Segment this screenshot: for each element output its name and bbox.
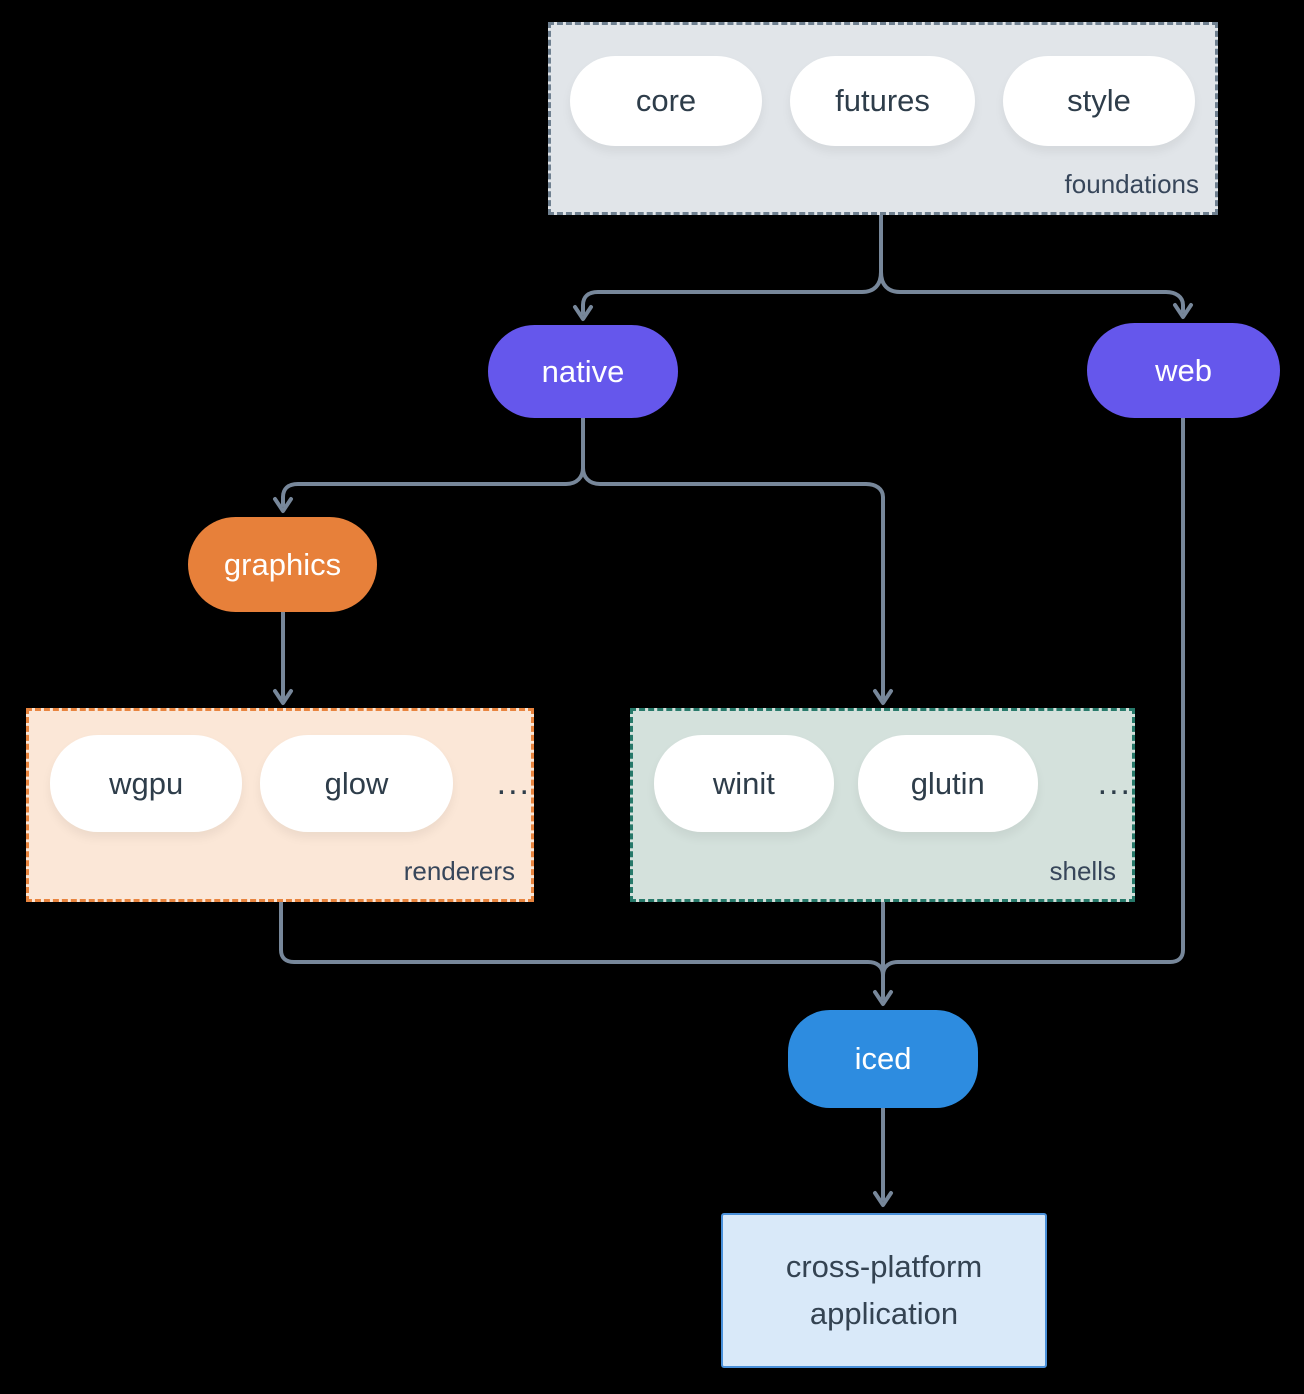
shells-label: shells (1049, 856, 1116, 886)
foundations-pill-row: core futures style (551, 25, 1215, 146)
arrowhead-native (573, 305, 593, 321)
arrowhead-shells (873, 689, 893, 705)
arrowhead-renderers (273, 689, 293, 705)
renderers-label: renderers (403, 856, 515, 886)
application-label-line1: cross-platform (785, 1249, 983, 1284)
foundations-group: core futures style foundations (548, 22, 1218, 215)
arrowhead-graphics (273, 497, 293, 513)
application-label-line2: application (809, 1295, 959, 1331)
arrowhead-iced (873, 990, 893, 1006)
edge-native-shells (581, 466, 885, 699)
edge-web-iced (881, 416, 1185, 977)
edge-foundations-native (581, 270, 883, 315)
pill-glutin: glutin (857, 735, 1038, 832)
edge-native-graphics (281, 466, 585, 507)
edge-renderers-iced (279, 900, 885, 977)
node-web: web (1087, 323, 1280, 418)
pill-winit: winit (654, 735, 834, 832)
shells-group: winit glutin ... shells (630, 708, 1135, 902)
renderers-ellipsis: ... (496, 764, 531, 802)
node-iced: iced (788, 1010, 978, 1108)
cross-platform-application-box: cross-platform application (721, 1213, 1047, 1368)
shells-ellipsis: ... (1097, 764, 1132, 802)
renderers-group: wgpu glow ... renderers (26, 708, 534, 902)
arrowhead-application (873, 1191, 893, 1207)
pill-core: core (570, 56, 762, 146)
node-graphics: graphics (188, 517, 377, 612)
pill-style: style (1003, 56, 1195, 146)
pill-glow: glow (260, 735, 453, 832)
pill-wgpu: wgpu (50, 735, 243, 832)
shells-pill-row: winit glutin ... (633, 711, 1132, 832)
pill-futures: futures (790, 56, 975, 146)
renderers-pill-row: wgpu glow ... (29, 711, 531, 832)
node-native: native (488, 325, 678, 418)
arrowhead-web (1173, 303, 1193, 319)
edge-foundations-web (879, 270, 1185, 313)
foundations-label: foundations (1064, 169, 1199, 199)
